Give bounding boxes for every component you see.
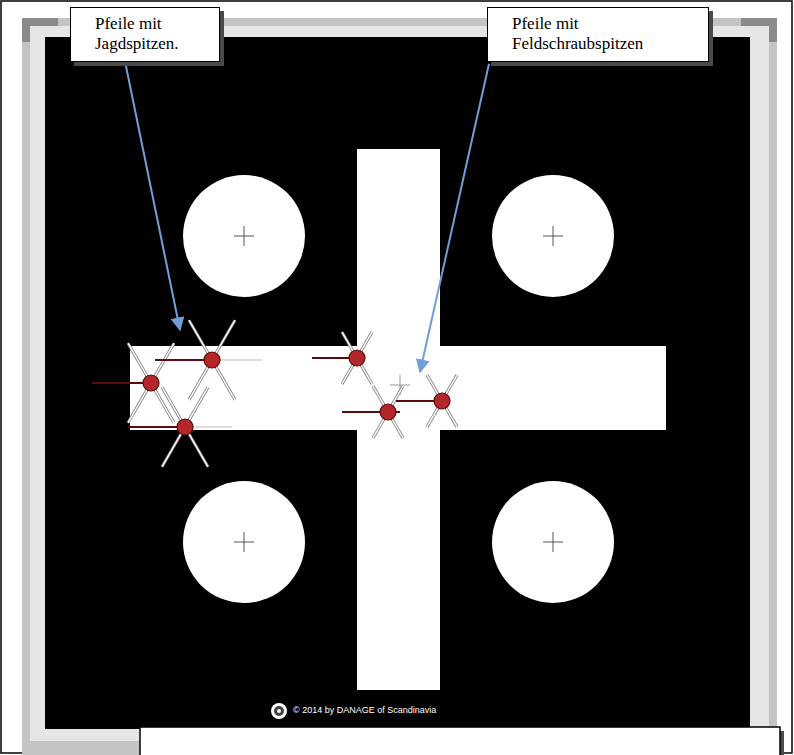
arrow-nock [204, 352, 220, 368]
cross-horizontal-bar [130, 346, 666, 430]
arrow-hit [128, 387, 232, 467]
logo-symbol [274, 706, 284, 716]
arrow-nock [177, 419, 193, 435]
logo-symbol [277, 709, 281, 713]
arrow-hit [312, 332, 372, 384]
copyright-note: © 2014 by DANAGE of Scandinavia [293, 705, 436, 715]
logo-symbol [271, 703, 287, 719]
target-circle [183, 481, 305, 603]
arrow-shaft [92, 382, 151, 384]
arrow-hit [396, 375, 457, 427]
center-mark [234, 226, 254, 246]
bottom-box [140, 727, 780, 755]
arrow-nock [349, 350, 365, 366]
callout-text: Pfeile mit Jagdspitzen. [95, 14, 209, 55]
arrow-shaft [128, 426, 180, 428]
center-mark [234, 532, 254, 552]
arrow-shaft [155, 359, 209, 361]
logo-symbol [271, 703, 287, 719]
arrow-nock [143, 375, 159, 391]
callout-box: Pfeile mit Jagdspitzen. [70, 7, 220, 62]
callout-box: Pfeile mit Feldschraubspitzen [487, 7, 709, 62]
target-face [45, 37, 750, 729]
arrow-hits [92, 320, 457, 467]
center-mark [543, 226, 563, 246]
leader-line [126, 64, 181, 330]
target-paper [30, 26, 769, 741]
leader-line [420, 64, 489, 372]
target-circle [183, 175, 305, 297]
center-mark [543, 532, 563, 552]
arrow-nock [434, 393, 450, 409]
target-circle [492, 175, 614, 297]
center-marks [234, 226, 563, 552]
arrow-hit [92, 343, 174, 423]
target-border [22, 18, 777, 755]
arrow-hit [342, 386, 403, 438]
target-circle [492, 481, 614, 603]
callout-text: Pfeile mit Feldschraubspitzen [512, 14, 698, 55]
arrow-nock [380, 404, 396, 420]
